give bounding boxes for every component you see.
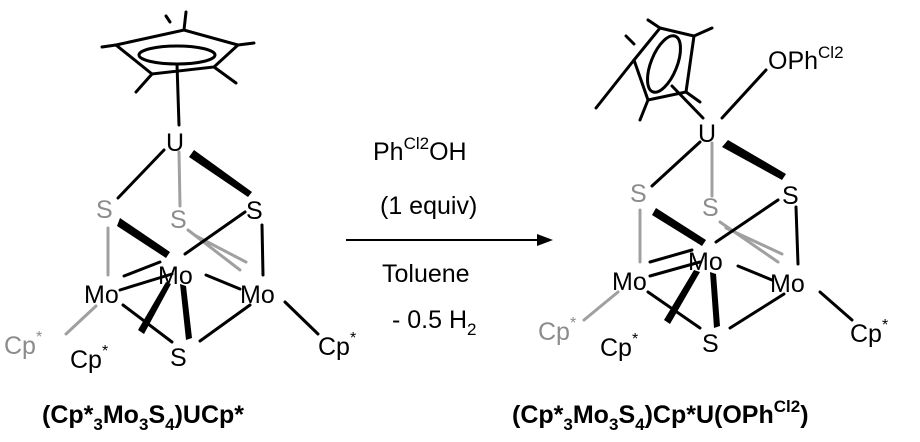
- reactant-mo-center: Mo: [158, 262, 193, 290]
- equiv-label: (1 equiv): [380, 192, 477, 220]
- product-structure: U OPhCl2 S S S Mo Mo Mo S Cp* Cp* Cp*: [538, 18, 888, 362]
- product-cp-right: Cp*: [850, 317, 888, 348]
- product-s-bottom: S: [702, 330, 719, 358]
- product-cp-back: Cp*: [538, 315, 576, 346]
- reaction-arrowhead: [537, 234, 553, 246]
- product-s-front-right: S: [782, 182, 799, 210]
- product-cp-front-left: Cp*: [600, 331, 638, 362]
- reactant-s-back-left: S: [96, 196, 113, 224]
- solvent-label: Toluene: [382, 260, 470, 288]
- product-s-back-center: S: [702, 194, 719, 222]
- reactant-cp-right: Cp*: [318, 330, 356, 361]
- reactant-structure: U S S S Mo Mo Mo S Cp* Cp* Cp*: [4, 10, 356, 374]
- reactant-cp-front-left: Cp*: [70, 343, 108, 374]
- product-s-back-left: S: [630, 180, 647, 208]
- reactant-cp-back: Cp*: [4, 329, 42, 360]
- product-cpstar-ring: [594, 18, 714, 122]
- product-label: (Cp*3Mo3S4)Cp*U(OPhCl2): [512, 397, 809, 434]
- reactant-mo-right: Mo: [240, 281, 275, 309]
- byproduct-label: - 0.5 H2: [392, 306, 477, 339]
- product-mo-right: Mo: [770, 270, 805, 298]
- product-mo-center: Mo: [688, 248, 723, 276]
- product-mo-left: Mo: [612, 268, 647, 296]
- reactant-s-bottom: S: [170, 344, 187, 372]
- reagent-label: PhCl2OH: [373, 134, 467, 166]
- product-oph-ligand: OPhCl2: [768, 43, 844, 75]
- reaction-conditions: PhCl2OH (1 equiv) Toluene - 0.5 H2: [346, 134, 553, 339]
- product-u-atom: U: [698, 120, 716, 148]
- reactant-s-back-center: S: [170, 206, 187, 234]
- reactant-mo-left: Mo: [84, 281, 119, 309]
- reactant-label: (Cp*3Mo3S4)UCp*: [42, 401, 244, 434]
- reactant-u-atom: U: [166, 129, 184, 157]
- reactant-s-front-right: S: [246, 197, 263, 225]
